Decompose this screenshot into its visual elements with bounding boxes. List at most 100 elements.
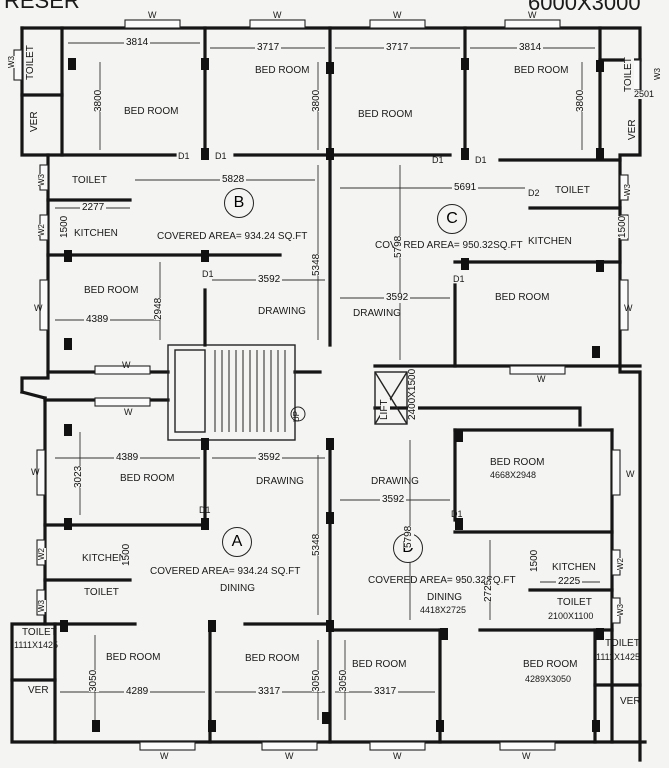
room-size-d-toilet: 2100X1100 [548,611,594,621]
dim-top-3717-left: 3717 [255,42,282,53]
room-ver-bl: VER [28,685,49,696]
window-w-4: W [528,10,537,20]
dim-bot-3050-right: 3050 [338,669,349,692]
interior-walls-bottom [10,428,642,744]
dim-b-2277: 2277 [80,202,107,213]
room-kitchen-b: KITCHEN [74,228,118,239]
dim-d-2225: 2225 [556,576,583,587]
room-kitchen-a: KITCHEN [82,553,126,564]
window-w-14: W [393,751,402,761]
room-toilet-b: TOILET [72,175,107,186]
dim-v-3800-right: 3800 [575,89,586,112]
room-toilet-a: TOILET [84,587,119,598]
lift-size: 2400X1500 [407,368,418,420]
door-d1-8: D1 [451,509,463,519]
dim-v-3800-mid: 3800 [311,89,322,112]
door-d1-4: D1 [475,155,487,165]
room-toilet-c: TOILET [555,185,590,196]
room-size-toilet-br: 1111X1425 [596,652,641,662]
door-d1-5: D1 [202,269,214,279]
flat-a-tag: A [222,527,252,557]
room-ver-br: VER [620,696,641,707]
windows-svg [13,19,641,751]
room-size-d-bed-top: 4668X2948 [490,470,537,480]
dim-b-2948: 2948 [153,297,164,320]
door-d1-2: D1 [215,151,227,161]
dim-c-5798: 5798 [393,235,404,258]
dim-a-5348: 5348 [311,533,322,556]
window-w-11: W [626,469,635,479]
room-dining-d: DINING [427,592,462,603]
dim-d-5798: 5798 [403,525,414,548]
flat-d-area: COVERED AREA= 950.32SQ.FT [368,575,516,586]
window-w2-2: W2 [37,548,46,560]
window-w-9: W [624,303,633,313]
stair-up-label: UP [292,410,301,422]
dim-top-3717-right: 3717 [384,42,411,53]
up-arrow-icon [290,406,306,422]
dim-c-3592: 3592 [384,292,411,303]
window-w3-2: W3 [37,174,46,186]
dim-d-2725: 2725 [483,579,494,602]
window-w-12: W [160,751,169,761]
dim-b-4389: 4389 [84,314,111,325]
room-drawing-a: DRAWING [256,476,304,487]
dim-c-5691: 5691 [452,182,479,193]
room-bed-2: BED ROOM [255,65,310,76]
window-w-5: W [122,360,131,370]
dim-b-5828: 5828 [220,174,247,185]
room-ver-tr: VER [627,119,638,140]
dim-bot-3050-mid: 3050 [311,669,322,692]
flat-a-area: COVERED AREA= 934.24 SQ.FT [150,566,301,577]
dim-a-4389: 4389 [114,452,141,463]
room-drawing-c: DRAWING [353,308,401,319]
flat-c-tag: C [437,204,467,234]
dim-a-3592: 3592 [256,452,283,463]
room-bed-9: BED ROOM [106,652,161,663]
room-bed-3: BED ROOM [358,109,413,120]
window-w2-3: W2 [616,558,625,570]
dim-top-3814-left: 3814 [124,37,151,48]
dim-bot-3317-left: 3317 [256,686,283,697]
room-size-d-bed-bottom: 4289X3050 [525,674,572,684]
door-d1-3: D1 [432,155,444,165]
door-d1-7: D1 [199,505,211,515]
window-w2-1: W2 [37,224,46,236]
window-w-10: W [31,467,40,477]
flat-c-area: COVERED AREA= 950.32SQ.FT [375,240,523,251]
lift-label: LIFT [379,399,390,420]
room-bed-6: BED ROOM [495,292,550,303]
flat-b-tag: B [224,188,254,218]
window-w3-5: W3 [37,600,46,612]
room-dining-a: DINING [220,583,255,594]
dim-c-1500: 1500 [617,215,628,238]
door-d1-6: D1 [453,274,465,284]
window-w-15: W [522,751,531,761]
window-w3-4: W3 [653,68,662,80]
window-w3-3: W3 [623,184,632,196]
window-w-1: W [148,10,157,20]
dim-v-3800-left: 3800 [93,89,104,112]
room-bed-12: BED ROOM [523,659,578,670]
window-w-8: W [34,303,43,313]
window-w-13: W [285,751,294,761]
dim-top-2501: 2501 [632,89,657,99]
room-bed-8: BED ROOM [490,457,545,468]
room-bed-1: BED ROOM [124,106,179,117]
window-w3-1: W3 [7,56,16,68]
room-drawing-b: DRAWING [258,306,306,317]
columns [60,58,604,732]
window-w3-6: W3 [616,604,625,616]
room-drawing-d: DRAWING [371,476,419,487]
window-w-2: W [273,10,282,20]
room-bed-4: BED ROOM [514,65,569,76]
dimension-lines [55,42,600,720]
room-kitchen-c: KITCHEN [528,236,572,247]
interior-walls-top [20,26,642,368]
room-bed-10: BED ROOM [245,653,300,664]
flat-b-area: COVERED AREA= 934.24 SQ.FT [157,231,308,242]
dim-bot-3317-right: 3317 [372,686,399,697]
window-w-7: W [124,407,133,417]
room-bed-11: BED ROOM [352,659,407,670]
